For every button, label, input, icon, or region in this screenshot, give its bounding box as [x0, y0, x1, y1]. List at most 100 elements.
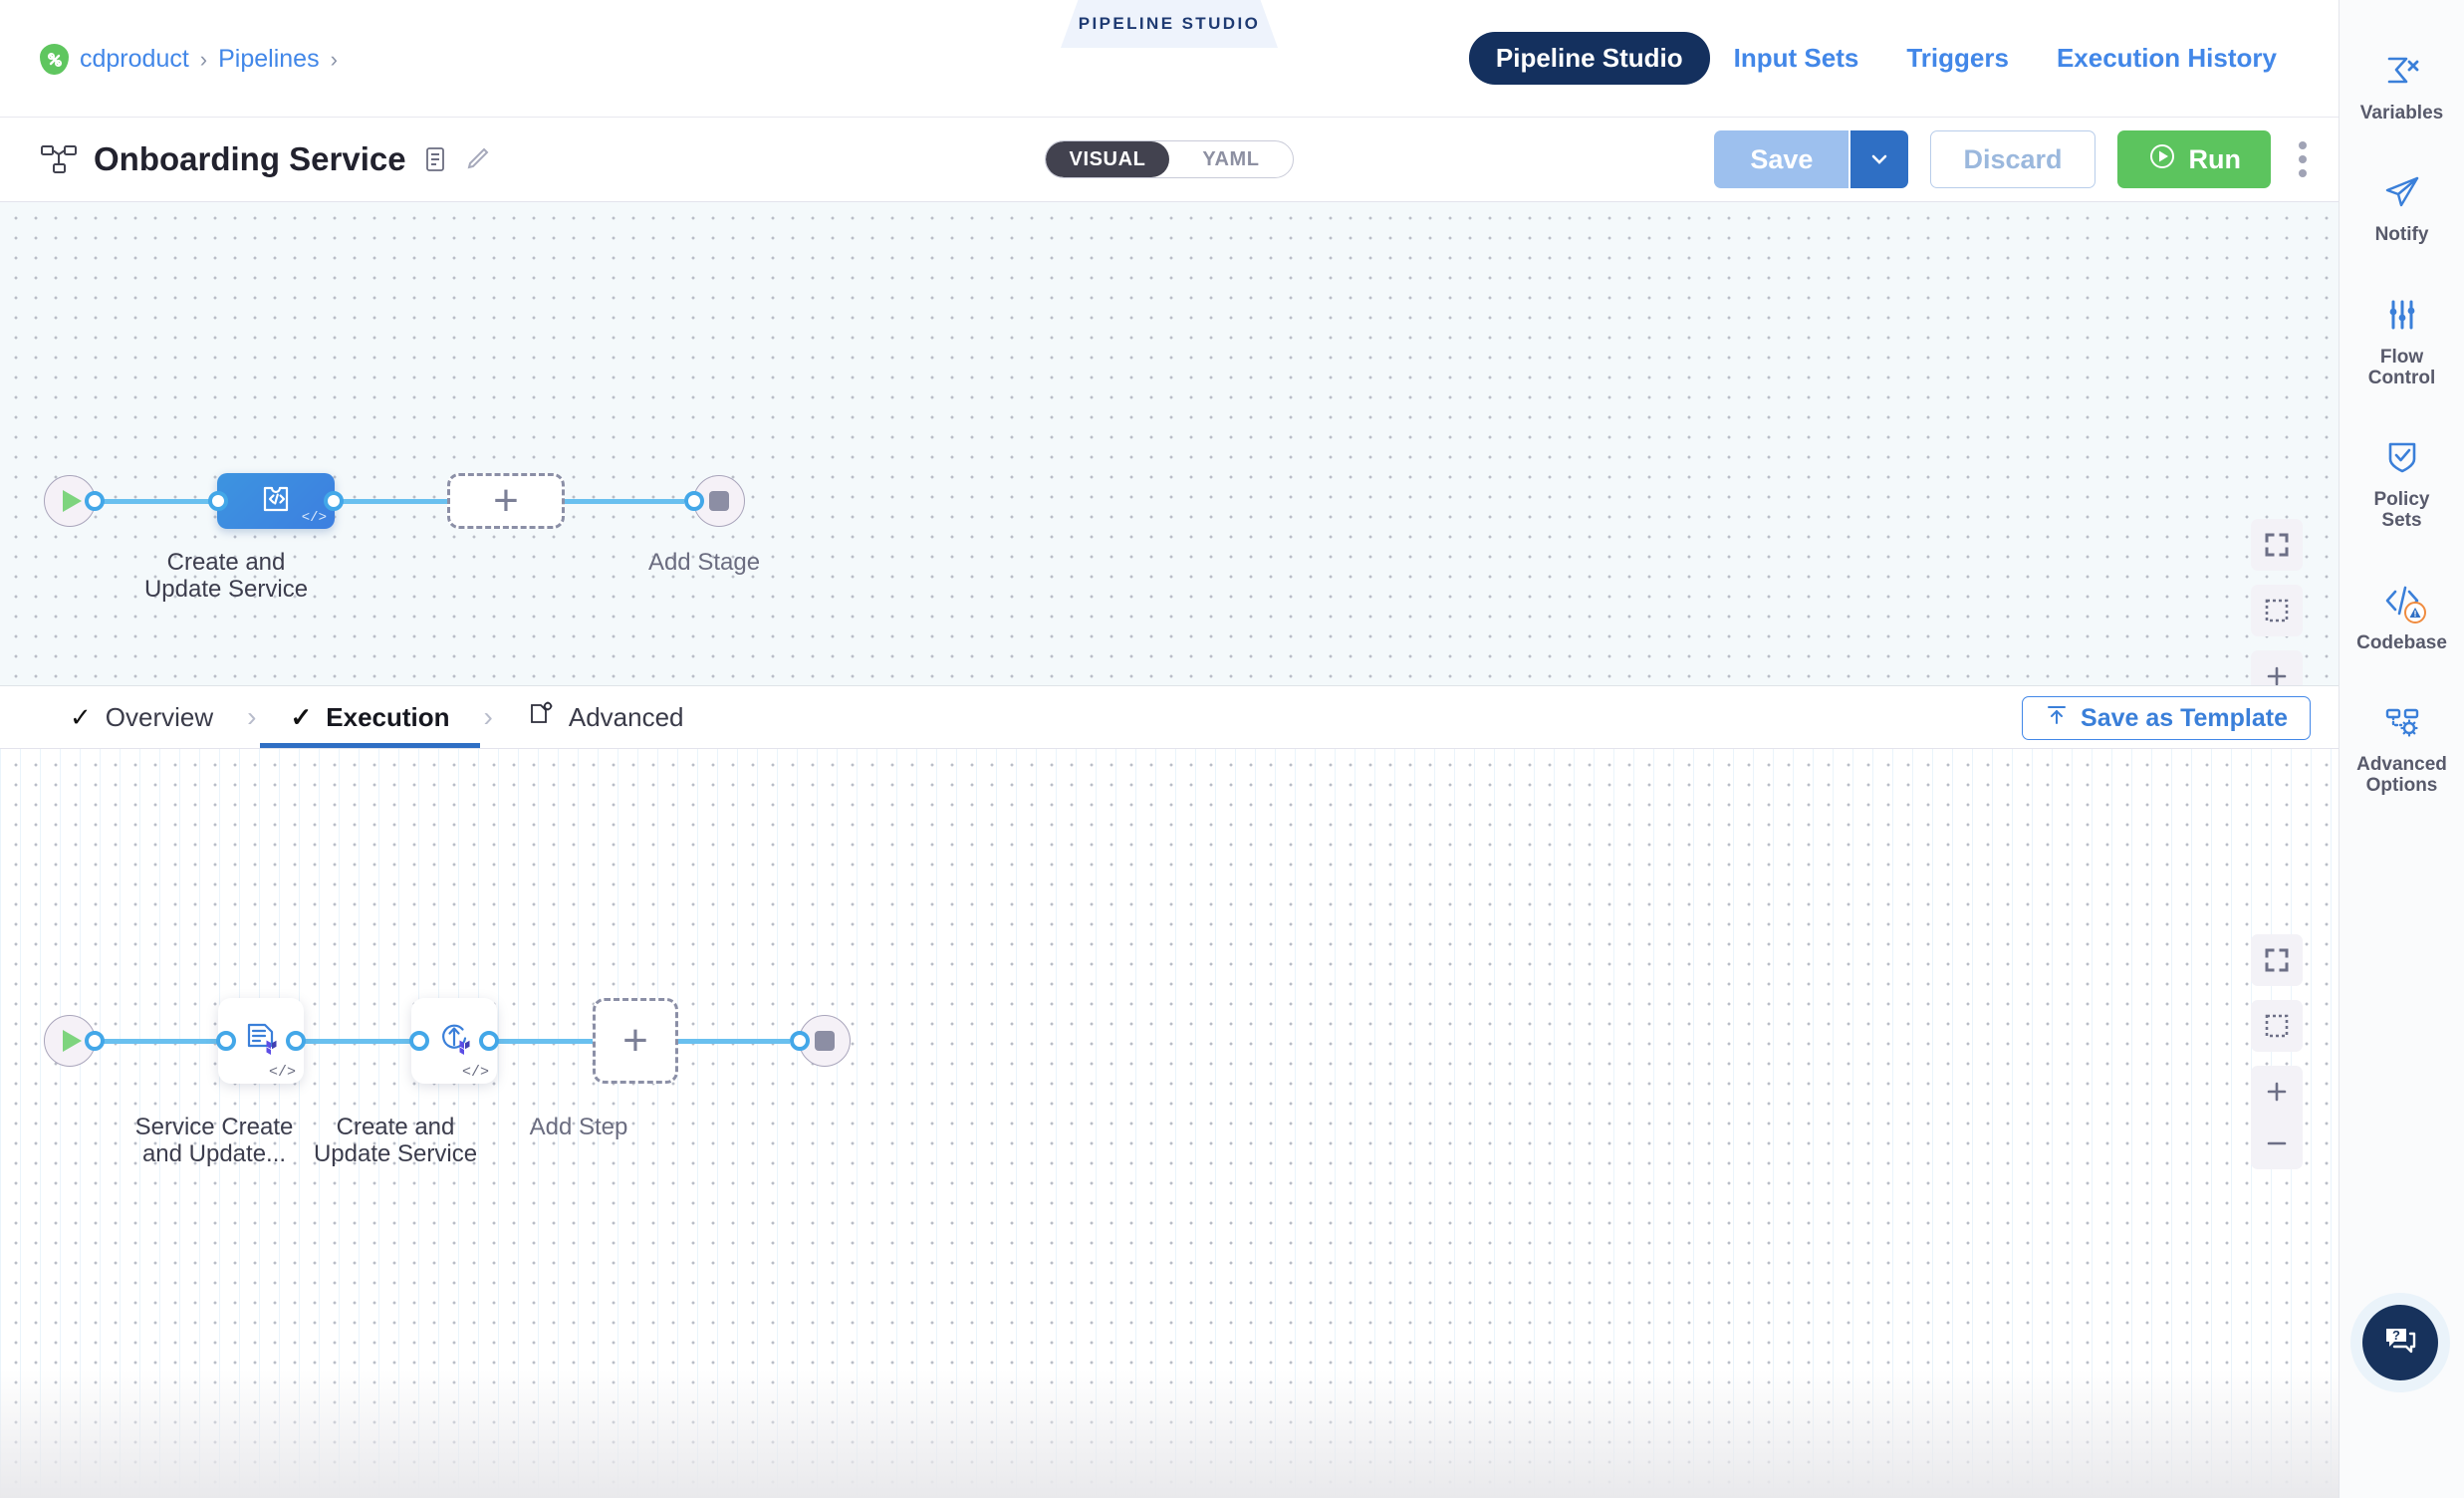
right-sidebar: Variables Notify Flow	[2339, 0, 2464, 1498]
save-button[interactable]: Save	[1714, 130, 1851, 188]
plus-icon: +	[493, 476, 519, 525]
tab-input-sets[interactable]: Input Sets	[1733, 43, 1859, 73]
tab-separator: ›	[247, 701, 257, 732]
top-bar: cdproduct › Pipelines › PIPELINE STUDIO …	[0, 0, 2339, 118]
more-vertical-icon[interactable]	[2299, 141, 2311, 177]
save-as-template-button[interactable]: Save as Template	[2022, 696, 2311, 740]
tab-overview-label: Overview	[105, 701, 214, 732]
tab-advanced[interactable]: Advanced	[497, 686, 714, 748]
stage-config-tab-bar: ✓ Overview › ✓ Execution › Advanced	[0, 686, 2339, 749]
connector-port	[684, 491, 704, 511]
run-button-label: Run	[2188, 143, 2241, 174]
sidebar-item-codebase[interactable]: Codebase	[2340, 558, 2464, 679]
nodes-gear-icon	[2381, 701, 2423, 743]
title-actions: Save Discard Run	[1714, 130, 2311, 188]
pencil-icon[interactable]	[464, 145, 490, 173]
description-icon[interactable]	[422, 145, 448, 173]
discard-button[interactable]: Discard	[1930, 130, 2095, 188]
view-mode-toggle[interactable]: VISUAL YAML	[1045, 140, 1294, 178]
stop-icon	[709, 491, 729, 511]
connector-wire	[97, 1038, 224, 1044]
sidebar-item-advanced-options-label: Advanced Options	[2356, 753, 2447, 797]
terraform-plan-icon	[239, 1017, 283, 1066]
sidebar-item-variables[interactable]: Variables	[2340, 28, 2464, 149]
top-nav: Pipeline Studio Input Sets Triggers Exec…	[1468, 32, 2301, 85]
connector-port	[409, 1031, 429, 1051]
connector-port	[85, 1031, 105, 1051]
tab-execution[interactable]: ✓ Execution	[260, 686, 480, 748]
stage-flow-row: </> +	[44, 473, 745, 529]
step-flow-row: </>	[44, 998, 851, 1084]
stage-node-create-and-update-service[interactable]: </>	[217, 473, 335, 529]
tab-execution-history[interactable]: Execution History	[2056, 43, 2277, 73]
connector-wire	[678, 1038, 790, 1044]
main-column: cdproduct › Pipelines › PIPELINE STUDIO …	[0, 0, 2339, 1498]
toggle-visual[interactable]: VISUAL	[1046, 141, 1169, 177]
breadcrumb-item-cdproduct[interactable]: cdproduct	[80, 45, 189, 73]
connector-port	[208, 491, 228, 511]
sidebar-item-policy-sets[interactable]: Policy Sets	[2340, 414, 2464, 558]
save-button-group: Save	[1714, 130, 1909, 188]
help-chat-icon: ?	[2380, 1321, 2420, 1366]
breadcrumb-separator: ›	[199, 46, 208, 72]
connector-port	[324, 491, 344, 511]
stage-canvas-controls	[2251, 519, 2303, 685]
add-stage-button[interactable]: +	[447, 473, 565, 529]
check-icon: ✓	[70, 701, 92, 732]
tab-separator: ›	[483, 701, 493, 732]
selection-box-button[interactable]	[2251, 1000, 2303, 1052]
toggle-yaml[interactable]: YAML	[1202, 147, 1260, 170]
connector-port	[85, 491, 105, 511]
pipeline-hierarchy-icon	[40, 143, 78, 175]
fit-to-screen-button[interactable]	[2251, 934, 2303, 986]
sliders-icon	[2381, 294, 2423, 336]
terraform-apply-icon	[432, 1017, 476, 1066]
advanced-doc-gear-icon	[527, 700, 555, 735]
fit-to-screen-button[interactable]	[2251, 519, 2303, 571]
title-left-group: Onboarding Service	[40, 140, 490, 178]
connector-port	[286, 1031, 306, 1051]
harness-logo-icon	[40, 44, 69, 75]
sidebar-item-policy-sets-label: Policy Sets	[2373, 489, 2430, 532]
help-button[interactable]: ?	[2362, 1305, 2438, 1380]
tab-overview[interactable]: ✓ Overview	[40, 686, 243, 748]
zoom-out-button[interactable]	[2251, 1118, 2303, 1169]
title-bar: Onboarding Service VISUAL YAML	[0, 118, 2339, 202]
connector-port	[790, 1031, 810, 1051]
shield-check-icon	[2381, 436, 2423, 478]
tab-pipeline-studio[interactable]: Pipeline Studio	[1468, 32, 1710, 85]
zoom-in-button[interactable]	[2251, 650, 2303, 685]
zoom-controls	[2251, 650, 2303, 685]
canvas-dot-grid	[0, 202, 2339, 685]
selection-box-button[interactable]	[2251, 585, 2303, 636]
step-code-badge: </>	[461, 1064, 489, 1081]
pipeline-studio-banner-label: PIPELINE STUDIO	[1078, 14, 1261, 33]
add-step-button[interactable]: +	[593, 998, 678, 1084]
connector-wire	[336, 498, 455, 504]
run-button[interactable]: Run	[2116, 130, 2271, 188]
sidebar-item-notify[interactable]: Notify	[2340, 149, 2464, 271]
plus-icon: +	[622, 1016, 648, 1065]
zoom-in-button[interactable]	[2251, 1066, 2303, 1118]
stop-icon	[815, 1031, 835, 1051]
play-icon	[63, 490, 82, 512]
play-circle-icon	[2147, 141, 2177, 178]
tab-triggers[interactable]: Triggers	[1906, 43, 2009, 73]
sidebar-item-notify-label: Notify	[2374, 224, 2429, 246]
template-upload-icon	[2045, 703, 2069, 734]
sidebar-item-advanced-options[interactable]: Advanced Options	[2340, 679, 2464, 823]
code-brackets-icon	[2381, 580, 2426, 624]
save-dropdown-button[interactable]	[1850, 130, 1909, 188]
play-icon	[63, 1030, 82, 1052]
execution-steps-canvas[interactable]: </>	[0, 749, 2339, 1498]
breadcrumb-item-pipelines[interactable]: Pipelines	[218, 45, 320, 73]
connector-port	[216, 1031, 236, 1051]
sigma-x-icon	[2381, 50, 2423, 92]
sidebar-item-flow-control-label: Flow Control	[2367, 346, 2436, 388]
stage-canvas[interactable]: </> + Create and Update Service Add Stag…	[0, 202, 2339, 686]
connector-wire	[298, 1038, 417, 1044]
canvas-dot-grid	[0, 749, 2339, 1498]
custom-stage-icon	[259, 482, 293, 521]
sidebar-item-flow-control[interactable]: Flow Control	[2340, 272, 2464, 415]
